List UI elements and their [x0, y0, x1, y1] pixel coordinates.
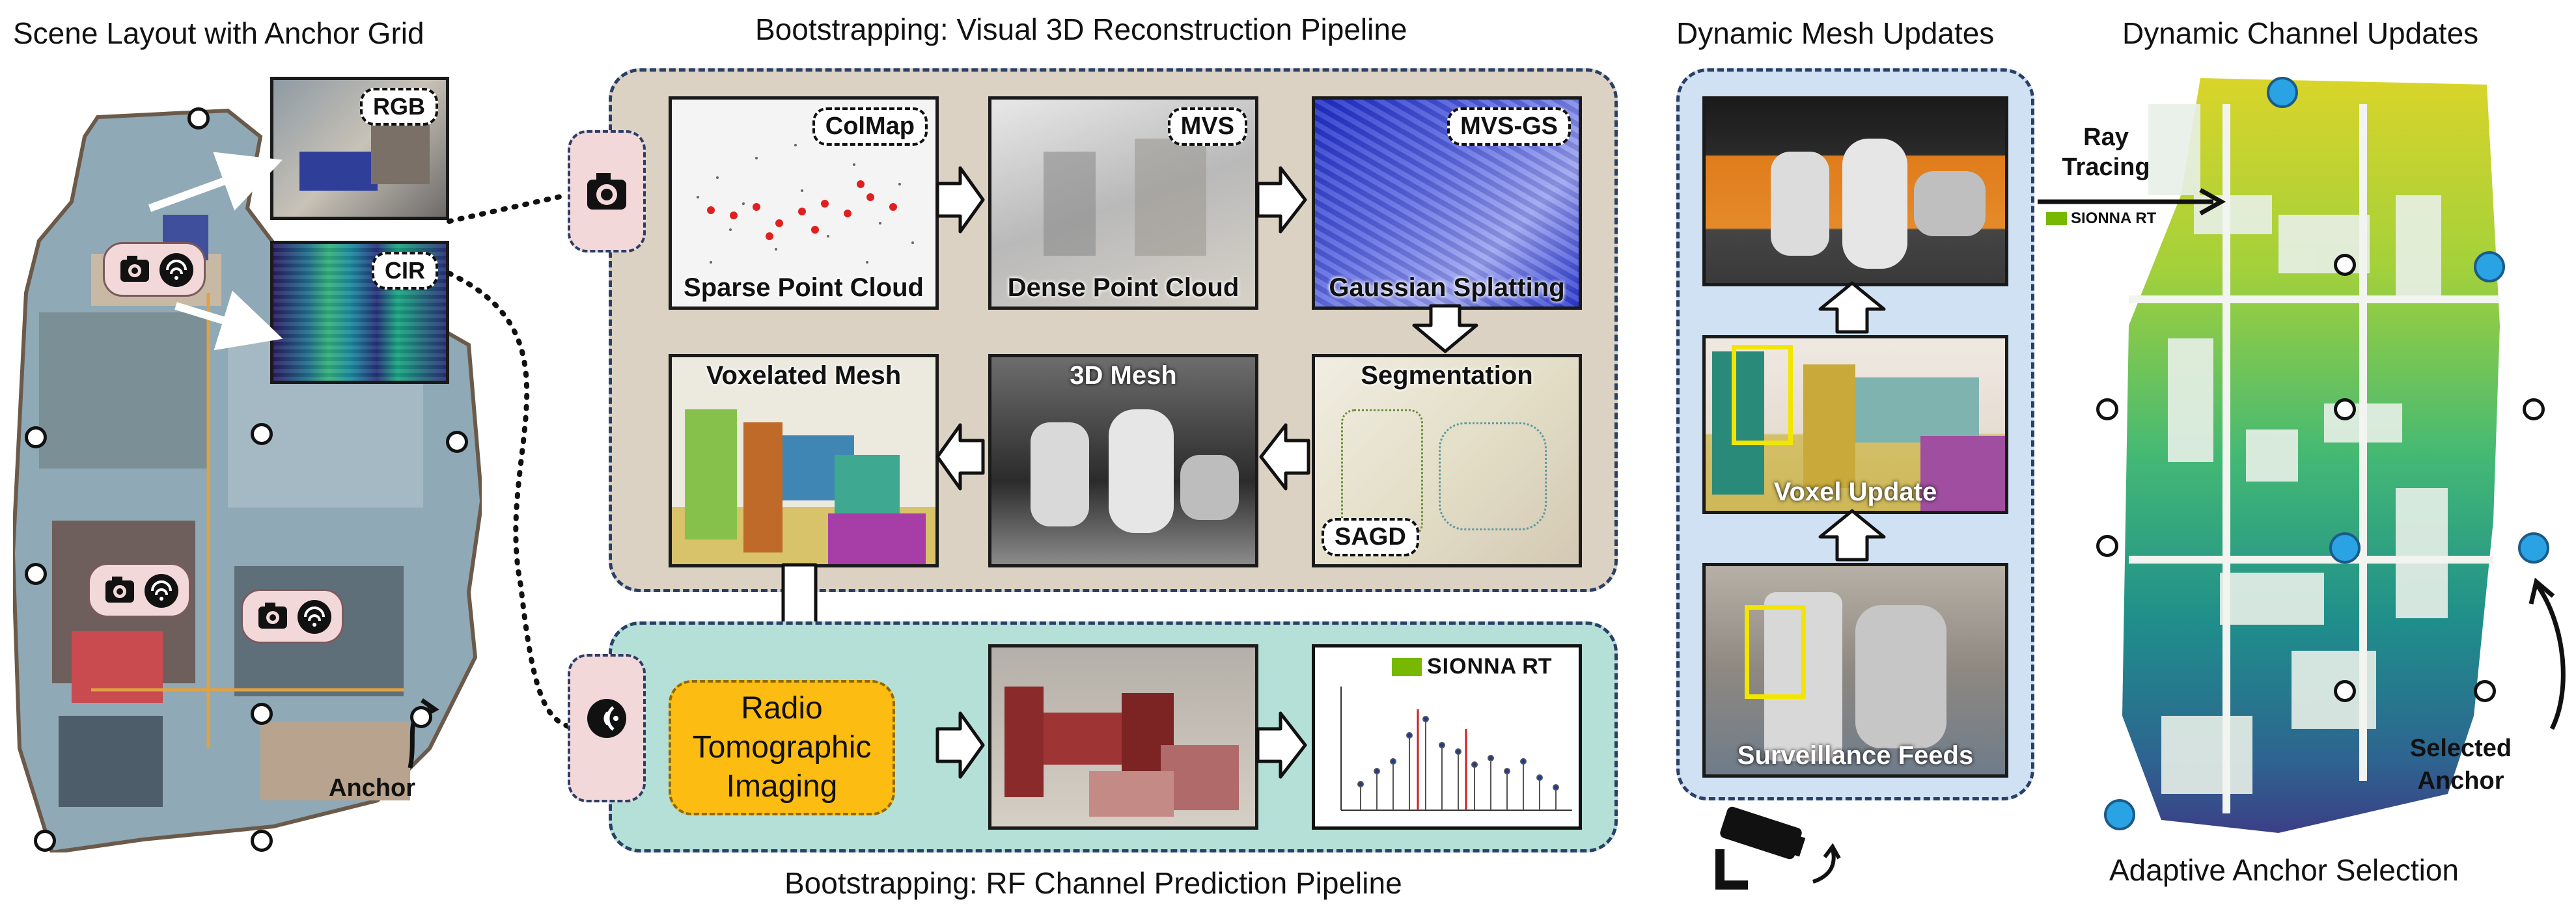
selected-anchor-dot — [2267, 77, 2298, 108]
anchor-dot — [25, 426, 47, 448]
anchor-dot — [446, 431, 468, 453]
3d-mesh-caption: 3D Mesh — [1070, 361, 1177, 390]
sionna-rt-text: RT — [1522, 654, 1552, 679]
rti-label: Radio Tomographic Imaging — [692, 691, 872, 804]
anchor-dot — [2334, 254, 2356, 276]
anchor-dot — [187, 107, 210, 129]
anchor-dot — [251, 830, 273, 852]
sionna-text: SIONNA — [1427, 654, 1517, 679]
dynamic-channel-title: Dynamic Channel Updates — [2122, 16, 2479, 50]
rf-pipeline-arrows — [935, 711, 1307, 779]
rti-box: Radio Tomographic Imaging — [669, 680, 895, 815]
selected-anchor-dot — [2329, 532, 2361, 564]
rti-voxel-view — [988, 644, 1258, 830]
gaussian-splatting-view: MVS-GS Gaussian Splatting — [1312, 96, 1582, 310]
anchor-dot — [2096, 398, 2118, 420]
selected-anchor-arrow — [2528, 577, 2566, 730]
sionna-rt-logo: SIONNA RT — [2041, 207, 2162, 230]
cir-heatmap: CIR — [270, 241, 449, 384]
cir-tag: CIR — [372, 252, 438, 290]
dense-point-cloud-view: MVS Dense Point Cloud — [988, 96, 1258, 310]
camera-icon-button — [568, 130, 646, 252]
anchor-dot — [2334, 680, 2356, 702]
sagd-tag: SAGD — [1322, 518, 1419, 556]
selected-anchor-dot — [2104, 799, 2135, 830]
rgb-image: RGB — [270, 77, 449, 220]
ray-tracing-arrow — [2038, 187, 2226, 216]
scene-layout-title: Scene Layout with Anchor Grid — [13, 16, 424, 50]
visual-pipeline-title: Bootstrapping: Visual 3D Reconstruction … — [755, 12, 1407, 46]
gaussian-splatting-caption: Gaussian Splatting — [1329, 273, 1565, 302]
anchor-dot — [2523, 398, 2545, 420]
sionna-rt-text: RT — [2135, 210, 2157, 227]
anchor-dot — [251, 423, 273, 445]
segmentation-view: Segmentation SAGD — [1312, 354, 1582, 567]
voxelated-mesh-caption: Voxelated Mesh — [706, 361, 902, 390]
anchor-dot — [2096, 535, 2118, 557]
anchor-dot — [2474, 680, 2496, 702]
rgb-tag: RGB — [360, 88, 438, 126]
voxel-update-caption: Voxel Update — [1773, 478, 1937, 506]
surveillance-camera-icon — [1702, 804, 1846, 901]
updated-mesh-view — [1702, 96, 2008, 286]
selected-anchor-dot — [2474, 251, 2505, 282]
sensor-badge-top — [103, 242, 206, 297]
sionna-channel-plot: SIONNA RT — [1312, 644, 1582, 830]
anchor-dot — [34, 830, 56, 852]
mvs-gs-tag: MVS-GS — [1447, 107, 1571, 146]
segmentation-caption: Segmentation — [1361, 361, 1533, 390]
rf-pipeline-title: Bootstrapping: RF Channel Prediction Pip… — [784, 866, 1402, 900]
radio-icon-button — [568, 654, 646, 802]
anchor-label: Anchor — [329, 774, 415, 802]
camera-icon — [587, 173, 626, 210]
sionna-logo: SIONNA RT — [1392, 654, 1552, 679]
surveillance-caption: Surveillance Feeds — [1737, 741, 1974, 770]
colmap-tag: ColMap — [812, 107, 928, 146]
sensor-badge-mid-left — [88, 563, 191, 618]
sionna-text: SIONNA — [2071, 210, 2132, 227]
ray-tracing-label: Ray Tracing — [2062, 124, 2150, 181]
selected-anchor-label: Selected Anchor — [2409, 735, 2512, 795]
dense-point-cloud-caption: Dense Point Cloud — [1007, 273, 1240, 302]
voxel-update-view: Voxel Update — [1702, 335, 2008, 514]
voxelated-mesh-view: Voxelated Mesh — [669, 354, 939, 567]
sparse-point-cloud-view: ColMap Sparse Point Cloud — [669, 96, 939, 310]
3d-mesh-view: 3D Mesh — [988, 354, 1258, 567]
change-highlight-box — [1745, 605, 1806, 699]
anchor-dot — [2334, 398, 2356, 420]
scene-connectors — [148, 152, 589, 769]
anchor-dot — [251, 703, 273, 725]
dynamic-mesh-title: Dynamic Mesh Updates — [1676, 16, 1995, 50]
channel-heatmap — [2083, 65, 2513, 846]
sensor-badge-mid-right — [241, 589, 344, 644]
change-highlight-box — [1732, 345, 1793, 445]
selected-anchor-dot — [2518, 532, 2549, 564]
anchor-dot — [410, 706, 432, 728]
sparse-point-cloud-caption: Sparse Point Cloud — [684, 273, 924, 302]
adaptive-anchor-title: Adaptive Anchor Selection — [2109, 853, 2459, 887]
anchor-dot — [25, 563, 47, 585]
radio-signal-icon — [587, 699, 626, 738]
mvs-tag: MVS — [1167, 107, 1247, 146]
nvidia-icon — [2046, 212, 2067, 225]
nvidia-icon — [1392, 657, 1422, 676]
surveillance-view: Surveillance Feeds — [1702, 563, 2008, 778]
